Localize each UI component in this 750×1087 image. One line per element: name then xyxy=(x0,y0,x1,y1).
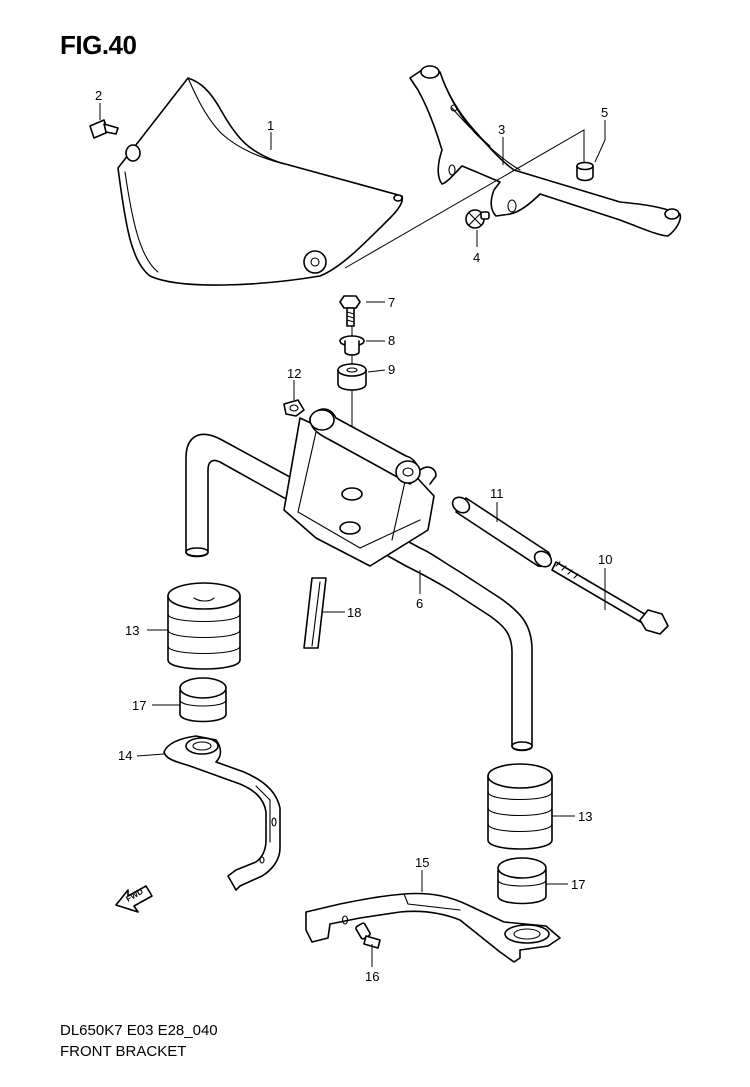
callout-13-right: 13 xyxy=(578,809,592,824)
leader-lines xyxy=(99,103,606,967)
part-16-bolt xyxy=(355,922,381,949)
figure-code: DL650K7 E03 E28_040 xyxy=(60,1022,218,1039)
part-7-bolt xyxy=(339,295,361,327)
part-15-bracket xyxy=(305,892,561,963)
callout-9: 9 xyxy=(388,362,395,377)
callout-1: 1 xyxy=(267,118,274,133)
part-11-pipe xyxy=(451,496,553,568)
callout-15: 15 xyxy=(415,855,429,870)
callout-4: 4 xyxy=(473,250,480,265)
fwd-arrow-icon: FWD xyxy=(115,885,153,913)
part-14-bracket xyxy=(163,735,281,891)
callout-3: 3 xyxy=(498,122,505,137)
callout-16: 16 xyxy=(365,969,379,984)
part-5-cushion xyxy=(576,161,594,182)
callout-14: 14 xyxy=(118,748,132,763)
callouts: 2 1 3 5 4 7 8 9 12 11 10 6 18 13 17 14 1… xyxy=(95,88,612,984)
part-2-rivet xyxy=(89,119,119,139)
part-13-cushion-right xyxy=(487,763,553,850)
part-10-bolt xyxy=(551,561,669,635)
part-9-cushion xyxy=(337,363,367,391)
part-17-cushion-left xyxy=(179,677,227,723)
figure-name: FRONT BRACKET xyxy=(60,1043,187,1060)
part-6-bar xyxy=(185,433,533,752)
callout-12: 12 xyxy=(287,366,301,381)
part-12-nut xyxy=(283,399,305,417)
part-17-cushion-right xyxy=(497,857,547,905)
part-13-cushion-left xyxy=(167,582,241,670)
callout-6: 6 xyxy=(416,596,423,611)
callout-11: 11 xyxy=(490,486,504,501)
callout-5: 5 xyxy=(601,105,608,120)
figure-title: FIG.40 xyxy=(60,30,137,60)
callout-8: 8 xyxy=(388,333,395,348)
callout-10: 10 xyxy=(598,552,612,567)
callout-17-left: 17 xyxy=(132,698,146,713)
callout-17-right: 17 xyxy=(571,877,585,892)
part-4-screw xyxy=(465,209,490,229)
part-18-strip xyxy=(303,577,327,649)
part-1-cover xyxy=(117,77,404,286)
callout-13-left: 13 xyxy=(125,623,139,638)
mount-housing xyxy=(283,408,437,567)
callout-7: 7 xyxy=(388,295,395,310)
part-8-collar xyxy=(339,335,365,356)
callout-2: 2 xyxy=(95,88,102,103)
part-3-bracket xyxy=(409,65,682,237)
callout-18: 18 xyxy=(347,605,361,620)
